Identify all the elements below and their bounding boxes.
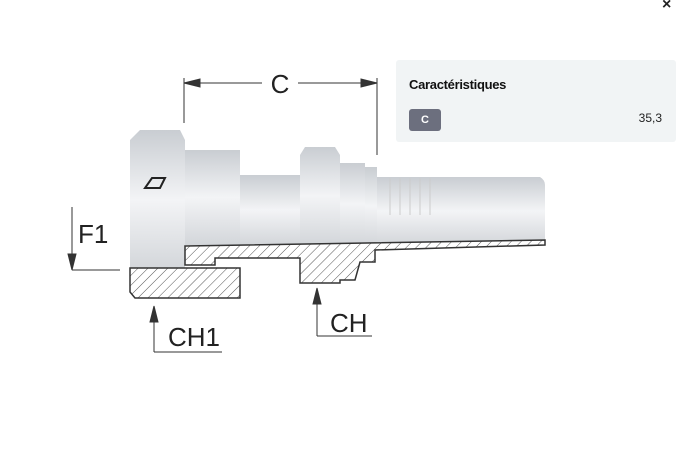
characteristic-label-badge: C	[409, 109, 441, 131]
panel-title: Caractéristiques	[409, 77, 507, 92]
dimension-label-c: C	[271, 69, 290, 99]
characteristics-panel: Caractéristiques C 35,3	[396, 60, 676, 142]
dimension-label-f1: F1	[78, 219, 108, 249]
dimension-label-ch: CH	[330, 308, 368, 338]
dimension-label-ch1: CH1	[168, 322, 220, 352]
dimension-lines	[67, 78, 378, 353]
characteristic-value: 35,3	[638, 111, 662, 125]
fitting-body	[129, 130, 546, 299]
brand-logo-icon	[143, 177, 167, 189]
close-icon[interactable]: ×	[662, 0, 672, 13]
